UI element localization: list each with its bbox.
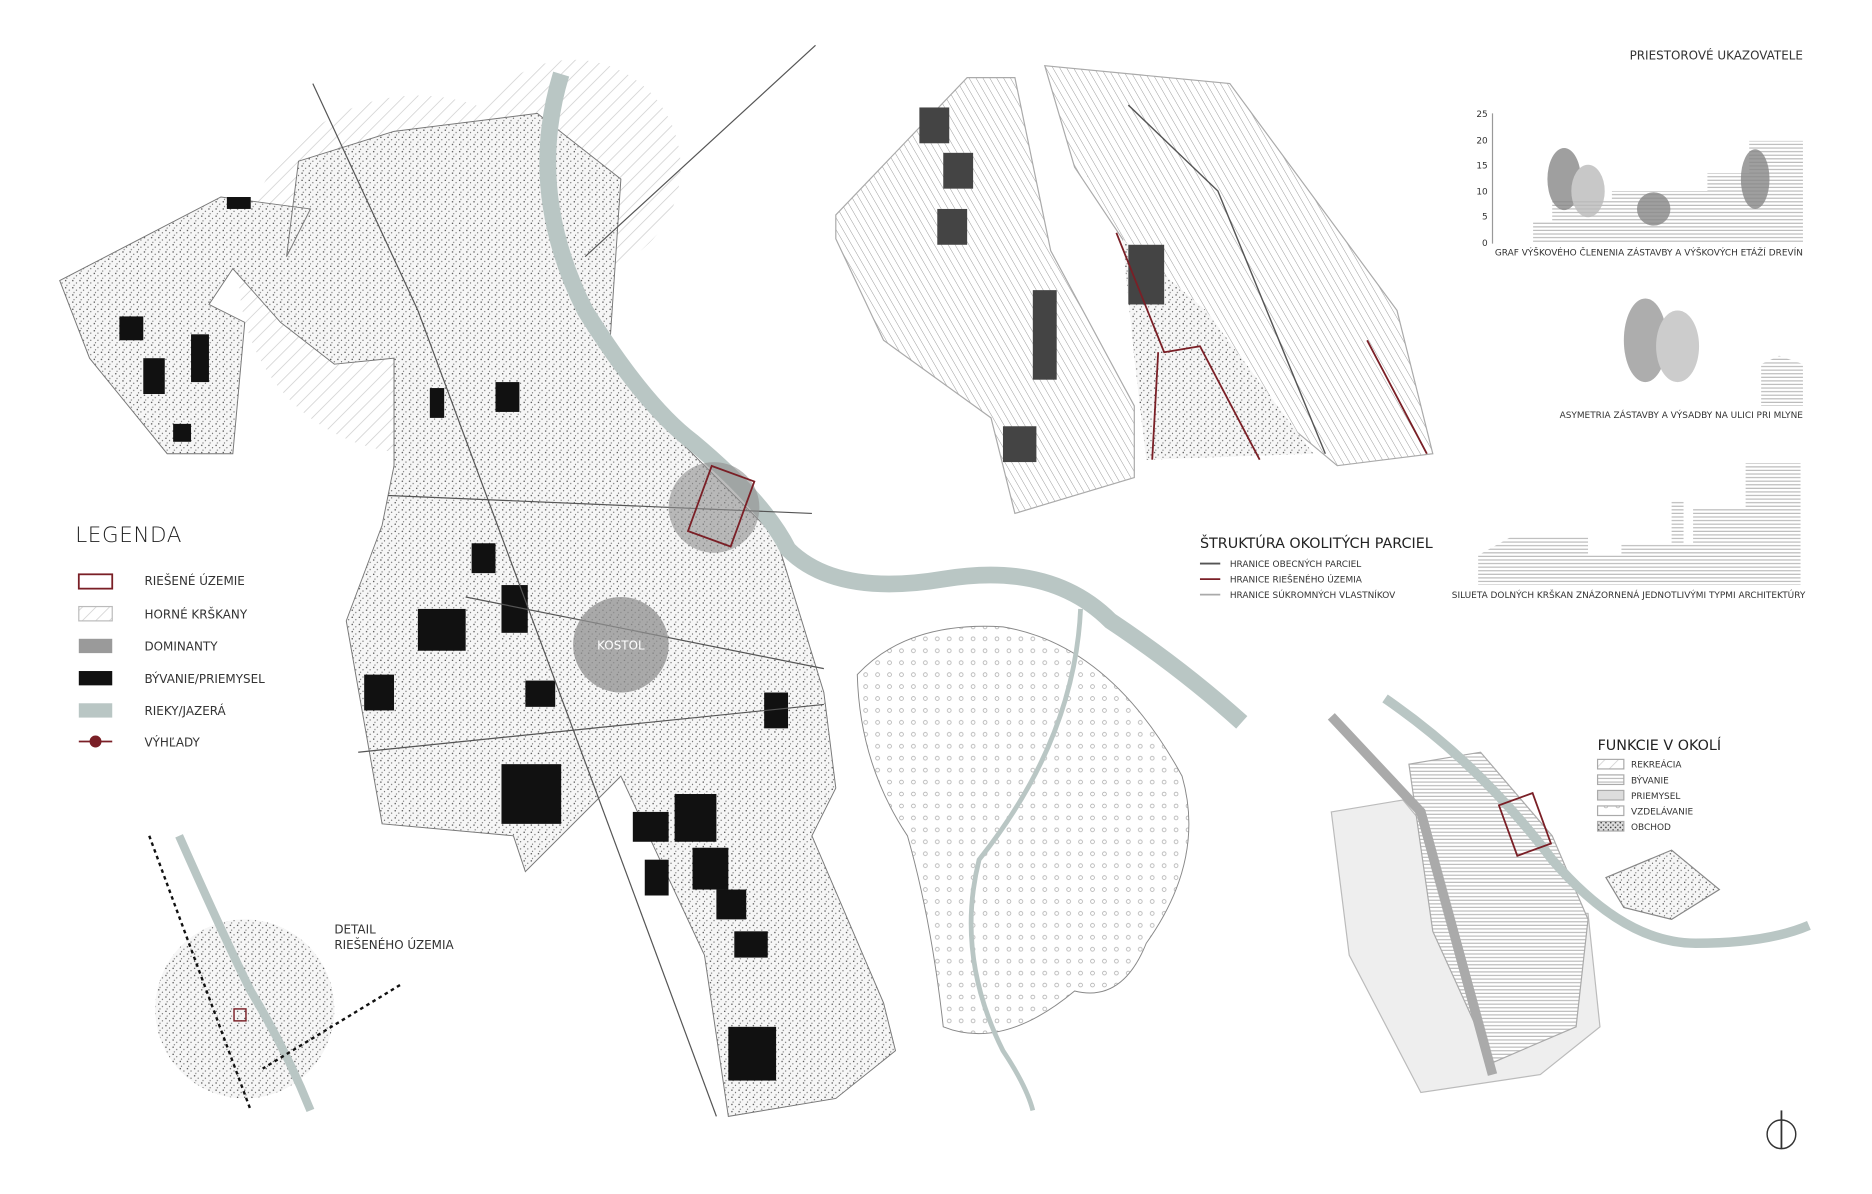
functions-legend-label: VZDELÁVANIE [1631, 805, 1693, 817]
legend-label: RIEKY/JAZERÁ [144, 703, 226, 718]
buildings [119, 197, 789, 1081]
dominant-kostol [573, 597, 669, 693]
detail-inset: DETAIL RIEŠENÉHO ÚZEMIA [148, 834, 455, 1112]
legend-swatch-dominant [78, 638, 113, 654]
indicators-title: PRIESTOROVÉ UKAZOVATELE [1630, 48, 1803, 63]
silhouette-caption: SILUETA DOLNÝCH KRŠKAN ZNÁZORNENÁ JEDNOT… [1452, 589, 1806, 601]
height-profile [1533, 140, 1803, 244]
silhouette-profile [1478, 463, 1801, 586]
functions-title: FUNKCIE V OKOLÍ [1598, 736, 1722, 754]
functions-legend-label: BÝVANIE [1631, 774, 1669, 786]
spatial-indicators: PRIESTOROVÉ UKAZOVATELE 25 20 15 10 5 0 … [1452, 48, 1806, 601]
legend-label: DOMINANTY [144, 640, 218, 654]
parcels-title: ŠTRUKTÚRA OKOLITÝCH PARCIEL [1200, 534, 1433, 552]
legend-swatch-hatch [78, 605, 113, 622]
detail-label: RIEŠENÉHO ÚZEMIA [334, 937, 454, 952]
solved-area-outline [686, 464, 756, 548]
tick-label: 25 [1476, 110, 1487, 120]
legend-label: BÝVANIE/PRIEMYSEL [144, 671, 265, 686]
parcels-legend-label: HRANICE SÚKROMNÝCH VLASTNÍKOV [1230, 589, 1396, 601]
legend-label: HORNÉ KRŠKANY [144, 606, 247, 621]
parcel-structure-map: ŠTRUKTÚRA OKOLITÝCH PARCIEL HRANICE OBEC… [835, 64, 1434, 601]
tick-label: 20 [1476, 136, 1488, 146]
tick-label: 10 [1476, 188, 1488, 198]
asymmetry-caption: ASYMETRIA ZÁSTAVBY A VÝSADBY NA ULICI PR… [1560, 409, 1804, 421]
tick-label: 5 [1482, 213, 1488, 223]
lake-area [856, 625, 1190, 1035]
detail-label: DETAIL [334, 923, 376, 937]
legend-swatch-building [78, 671, 113, 686]
legend-label: RIEŠENÉ ÚZEMIE [144, 573, 244, 588]
legend-title: LEGENDA [75, 523, 182, 548]
legend-swatch-solved-area [77, 573, 114, 590]
legend-swatch-river [78, 703, 113, 718]
functions-legend-label: PRIEMYSEL [1631, 792, 1680, 802]
parcels-legend-label: HRANICE RIEŠENÉHO ÚZEMIA [1230, 574, 1363, 586]
chart-caption: GRAF VÝŠKOVÉHO ČLENENIA ZÁSTAVBY A VÝŠKO… [1495, 247, 1803, 259]
legend: LEGENDA RIEŠENÉ ÚZEMIE HORNÉ KRŠKANY DOM… [75, 523, 265, 749]
tick-label: 15 [1476, 161, 1487, 171]
tree-icons [1547, 148, 1770, 226]
height-axis-ticks: 25 20 15 10 5 0 [1476, 110, 1488, 249]
main-map: KOSTOL [59, 44, 1248, 1117]
parcels-legend-label: HRANICE OBECNÝCH PARCIEL [1230, 558, 1361, 570]
settlement-area [59, 112, 897, 1117]
north-arrow-icon [1766, 1110, 1797, 1150]
functions-legend-label: OBCHOD [1631, 823, 1671, 833]
kostol-label: KOSTOL [597, 639, 645, 653]
legend-label: VÝHĽADY [144, 734, 200, 749]
river [539, 71, 1248, 729]
functions-map: FUNKCIE V OKOLÍ REKREÁCIA BÝVANIE PRIEMY… [1327, 694, 1811, 1094]
view-icon [89, 735, 102, 748]
tick-label: 0 [1482, 239, 1488, 249]
functions-legend-label: REKREÁCIA [1631, 759, 1682, 771]
